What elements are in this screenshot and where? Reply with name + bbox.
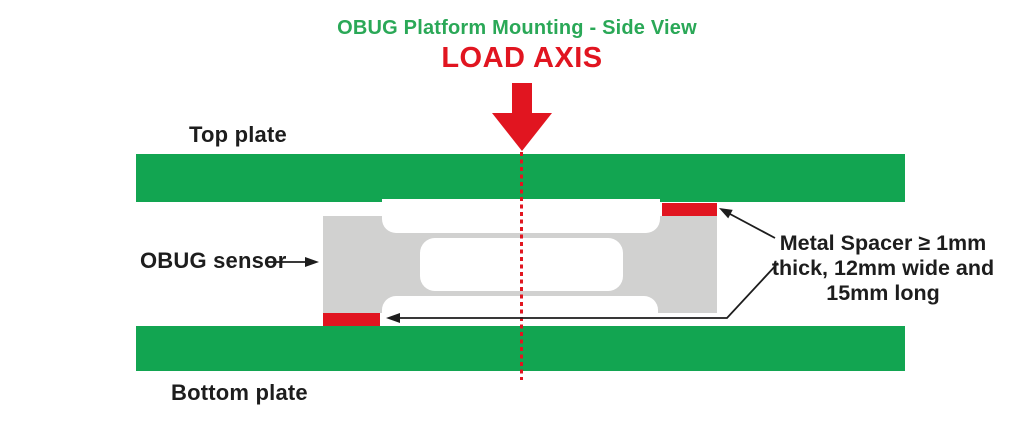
metal-spacer-note-line2: thick, 12mm wide and (771, 256, 995, 280)
load-arrow-head (492, 113, 552, 151)
metal-spacer-bottom-left (323, 313, 380, 326)
metal-spacer-top-right (662, 203, 717, 216)
sensor-pointer-arrowhead (305, 257, 319, 267)
load-axis-title: LOAD AXIS (441, 42, 603, 74)
load-arrow-shaft (512, 83, 532, 114)
metal-spacer-note-line1: Metal Spacer ≥ 1mm (779, 231, 987, 255)
diagram-title: OBUG Platform Mounting - Side View (337, 17, 697, 39)
spacer-pointer-lower-arrowhead (386, 313, 400, 323)
metal-spacer-note-line3: 15mm long (826, 281, 940, 305)
metal-spacer-note: Metal Spacer ≥ 1mm thick, 12mm wide and … (763, 231, 1003, 306)
spacer-pointer-lower-line (399, 262, 779, 319)
bottom-plate-label: Bottom plate (171, 380, 308, 405)
obug-sensor-label: OBUG sensor (140, 248, 287, 273)
top-plate-label: Top plate (189, 122, 287, 147)
spacer-pointer-upper-line (729, 213, 776, 239)
spacer-pointer-upper-arrowhead (719, 208, 733, 219)
